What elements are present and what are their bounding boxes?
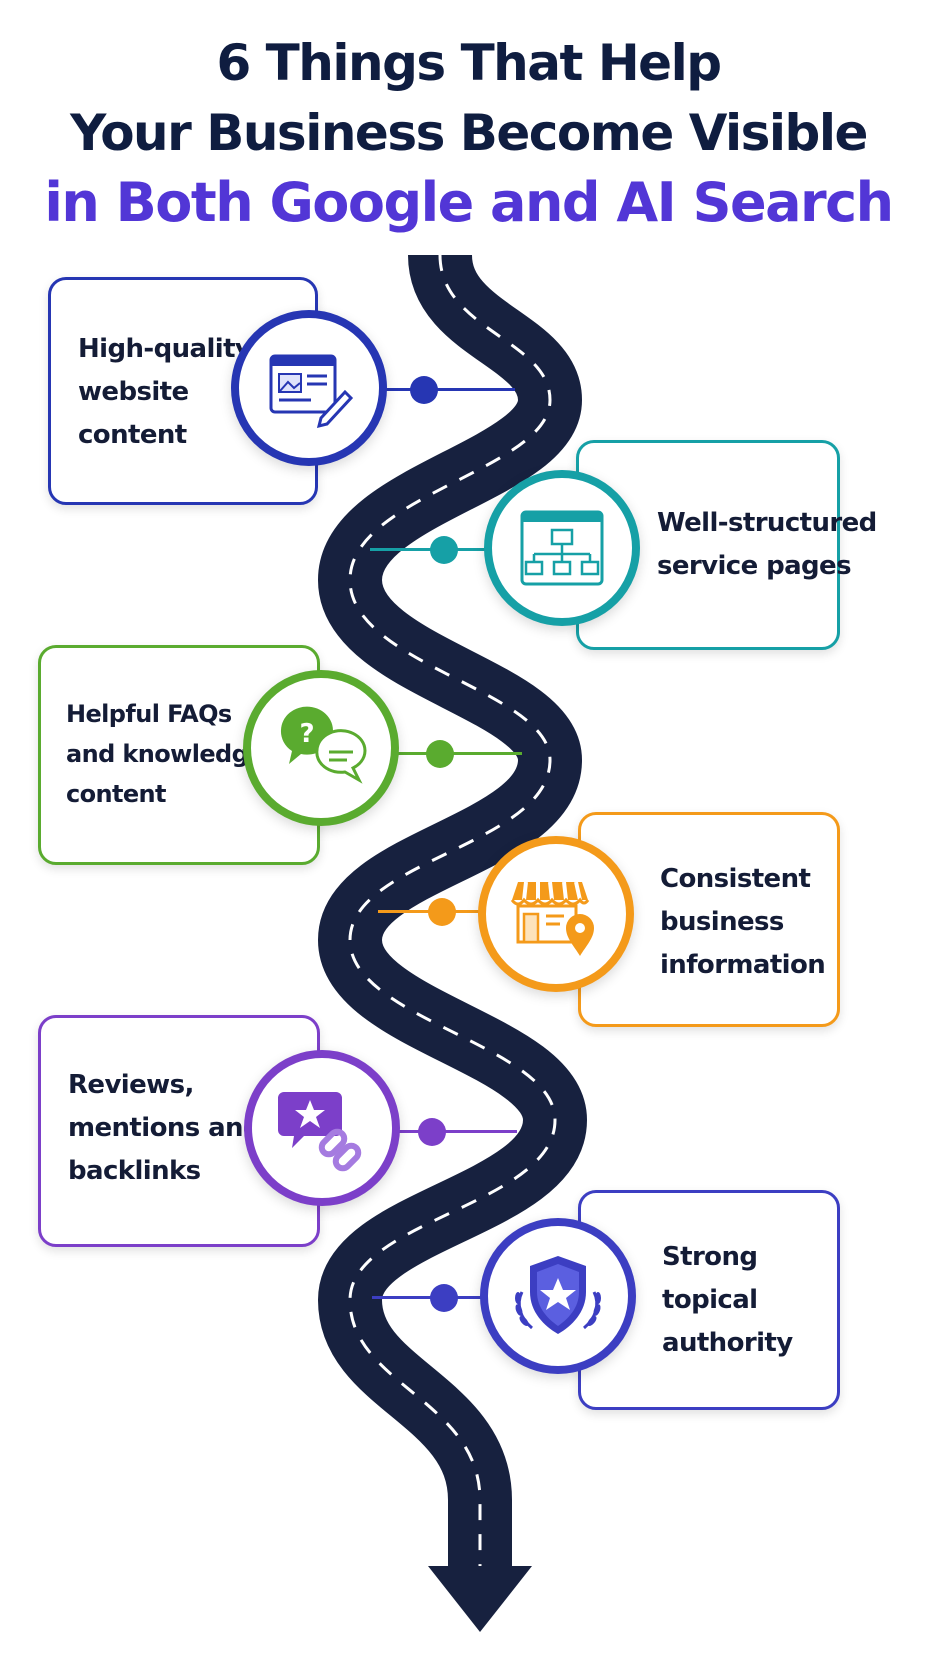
step-badge-6 xyxy=(480,1218,636,1374)
title-line-1: 6 Things That Help xyxy=(216,34,722,92)
title-line-3: in Both Google and AI Search xyxy=(44,171,894,234)
svg-text:?: ? xyxy=(299,719,314,749)
connector-dot-5 xyxy=(418,1118,446,1146)
connector-dot-3 xyxy=(426,740,454,768)
connector-1 xyxy=(385,388,515,391)
step-badge-5 xyxy=(244,1050,400,1206)
step-badge-1 xyxy=(231,310,387,466)
title-line-2: Your Business Become Visible xyxy=(70,104,868,162)
step-badge-3: ? xyxy=(243,670,399,826)
road-arrowhead xyxy=(428,1566,532,1632)
step-label-4: Consistent business information xyxy=(660,864,826,980)
connector-dot-4 xyxy=(428,898,456,926)
step-label-3: Helpful FAQs and knowledge content xyxy=(66,700,264,808)
webpage-edit-icon xyxy=(269,354,354,429)
step-label-2: Well-structured service pages xyxy=(657,508,877,581)
connector-dot-1 xyxy=(410,376,438,404)
road-center-dashes xyxy=(348,254,557,1568)
authority-shield-icon xyxy=(515,1256,601,1334)
storefront-location-icon xyxy=(510,881,594,956)
connector-5 xyxy=(392,1130,517,1133)
step-label-1: High-quality website content xyxy=(78,334,252,450)
step-label-5: Reviews, mentions and backlinks xyxy=(68,1070,262,1186)
review-link-icon xyxy=(278,1092,362,1172)
step-badge-4 xyxy=(478,836,634,992)
connector-dot-6 xyxy=(430,1284,458,1312)
connector-dot-2 xyxy=(430,536,458,564)
connector-3 xyxy=(390,752,522,755)
sitemap-icon xyxy=(520,510,604,586)
step-label-6: Strong topical authority xyxy=(662,1242,793,1358)
faq-chat-icon: ? xyxy=(280,706,367,784)
step-badge-2 xyxy=(484,470,640,626)
page-title: 6 Things That Help Your Business Become … xyxy=(0,28,937,238)
